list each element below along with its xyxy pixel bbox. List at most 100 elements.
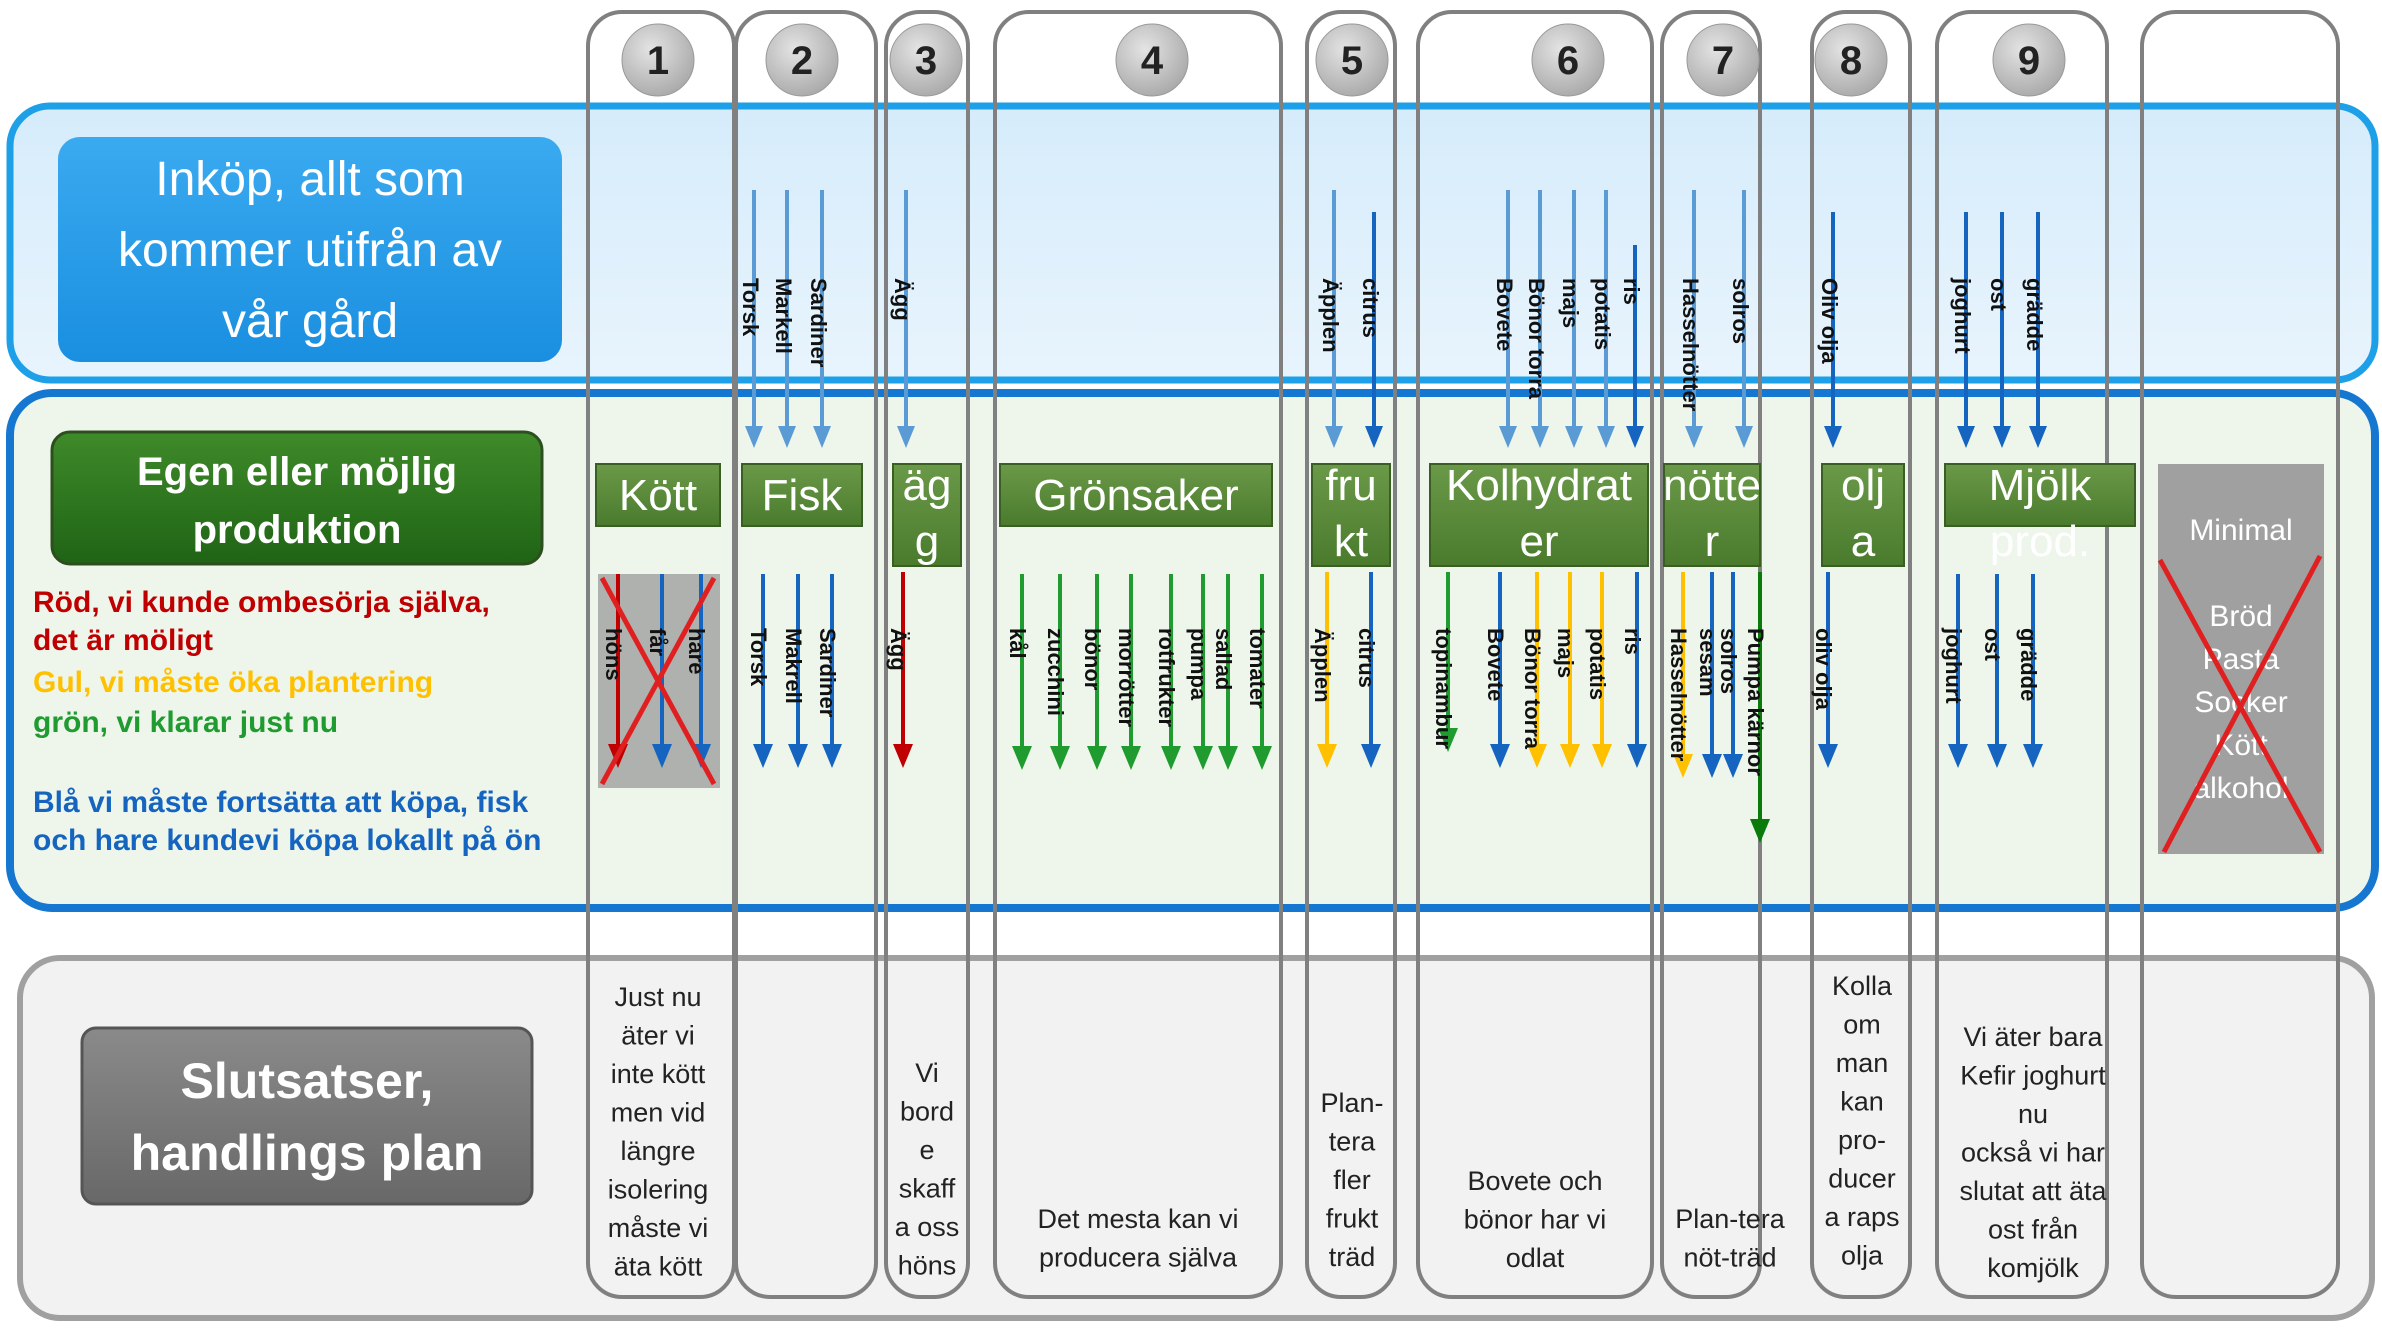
category-box xyxy=(999,463,1273,527)
column-outline xyxy=(734,10,878,1299)
production-label: tomater xyxy=(1245,628,1270,709)
minimal-outline xyxy=(2140,10,2340,1299)
purchase-arrow: Bovete xyxy=(1492,190,1517,448)
minimal-item: alkohol xyxy=(2193,772,2288,805)
purchase-label: Bönor torra xyxy=(1524,278,1549,400)
purchase-arrow: Äpplen xyxy=(1318,190,1343,448)
production-arrow: majs xyxy=(1553,572,1580,768)
production-arrow: pumpa xyxy=(1186,574,1213,770)
production-label: oliv olja xyxy=(1811,628,1836,711)
column-outline xyxy=(1810,10,1912,1299)
minimal-item: Bröd xyxy=(2209,600,2272,633)
purchase-arrow: potatis xyxy=(1590,190,1615,448)
production-arrow: kål xyxy=(1005,574,1032,770)
purchase-label: citrus xyxy=(1358,278,1383,338)
production-label: pumpa xyxy=(1186,628,1211,701)
purchase-arrow: Bönor torra xyxy=(1524,190,1549,448)
purchase-arrow: Torsk xyxy=(738,190,763,448)
category-box xyxy=(1821,463,1905,567)
purchase-arrow: Markell xyxy=(771,190,796,448)
production-label: rotfrukter xyxy=(1154,628,1179,727)
production-label: höns xyxy=(601,628,626,681)
production-label: zucchini xyxy=(1043,628,1068,716)
production-label: Ägg xyxy=(886,628,911,671)
production-arrow: Sardiner xyxy=(815,574,842,768)
purchase-arrow: ost xyxy=(1986,212,2011,448)
production-label: Bönor torra xyxy=(1520,628,1545,750)
production-label: citrus xyxy=(1354,628,1379,688)
purchase-label: solros xyxy=(1728,278,1753,344)
column-number: 4 xyxy=(1141,39,1164,83)
slutsatser-band xyxy=(17,955,2375,1321)
column-outline xyxy=(1305,10,1397,1299)
production-label: topinambur xyxy=(1431,628,1456,749)
production-arrow: grädde xyxy=(2016,574,2043,768)
production-arrow: Pumpa kärnor xyxy=(1743,572,1770,843)
production-label: Äpplen xyxy=(1310,628,1335,703)
purchase-label: joghurt xyxy=(1950,277,1975,354)
production-label: får xyxy=(645,628,670,657)
column-number-badge xyxy=(621,23,695,97)
column-number-badge xyxy=(1531,23,1605,97)
production-arrow: ost xyxy=(1980,574,2007,768)
minimal-box xyxy=(2158,464,2324,854)
slutsatser-header: Slutsatser,handlings plan xyxy=(80,1026,534,1206)
purchase-label: ost xyxy=(1986,278,2011,312)
production-arrow: bönor xyxy=(1080,574,1107,770)
production-label: sesam xyxy=(1695,628,1720,697)
production-arrow: tomater xyxy=(1245,574,1272,770)
production-arrow: sesam xyxy=(1695,572,1722,778)
purchase-arrow: Sardiner xyxy=(806,190,831,448)
production-arrow: oliv olja xyxy=(1811,572,1838,768)
production-arrow: potatis xyxy=(1585,572,1612,768)
column-number-badge xyxy=(1992,23,2066,97)
purchase-arrow: Ägg xyxy=(890,190,915,448)
category-box xyxy=(741,463,863,527)
production-label: majs xyxy=(1553,628,1578,678)
category-label: Kött xyxy=(619,471,697,520)
production-label: Makrell xyxy=(781,628,806,704)
purchase-label: Ägg xyxy=(890,278,915,321)
column-outline xyxy=(1935,10,2109,1299)
purchase-arrow: joghurt xyxy=(1950,212,1975,448)
column-number: 9 xyxy=(2018,39,2040,83)
column-number-badge xyxy=(889,23,963,97)
category-box xyxy=(892,463,962,567)
production-arrow: får xyxy=(645,574,672,768)
purchase-label: Bovete xyxy=(1492,278,1517,351)
legend: Röd, vi kunde ombesörja själva,det är mö… xyxy=(33,586,541,857)
production-label: kål xyxy=(1005,628,1030,659)
column-number: 2 xyxy=(791,39,813,83)
category-box xyxy=(1944,463,2136,527)
purchase-label: Hasselnötter xyxy=(1678,278,1703,412)
production-label: Pumpa kärnor xyxy=(1743,628,1768,776)
slutsatser-label: Slutsatser,handlings plan xyxy=(131,1053,484,1181)
purchase-arrow: Oliv olja xyxy=(1817,212,1842,448)
category-box xyxy=(1663,463,1761,567)
production-label: sallad xyxy=(1211,628,1236,690)
column-number: 1 xyxy=(647,39,669,83)
production-arrow: topinambur xyxy=(1431,572,1458,752)
production-arrow: Ägg xyxy=(886,572,913,768)
column-number: 7 xyxy=(1712,39,1734,83)
column-number-badge xyxy=(1686,23,1760,97)
production-label: Hasselnötter xyxy=(1666,628,1691,762)
purchase-label: majs xyxy=(1558,278,1583,328)
purchase-arrow: Hasselnötter xyxy=(1678,190,1703,448)
